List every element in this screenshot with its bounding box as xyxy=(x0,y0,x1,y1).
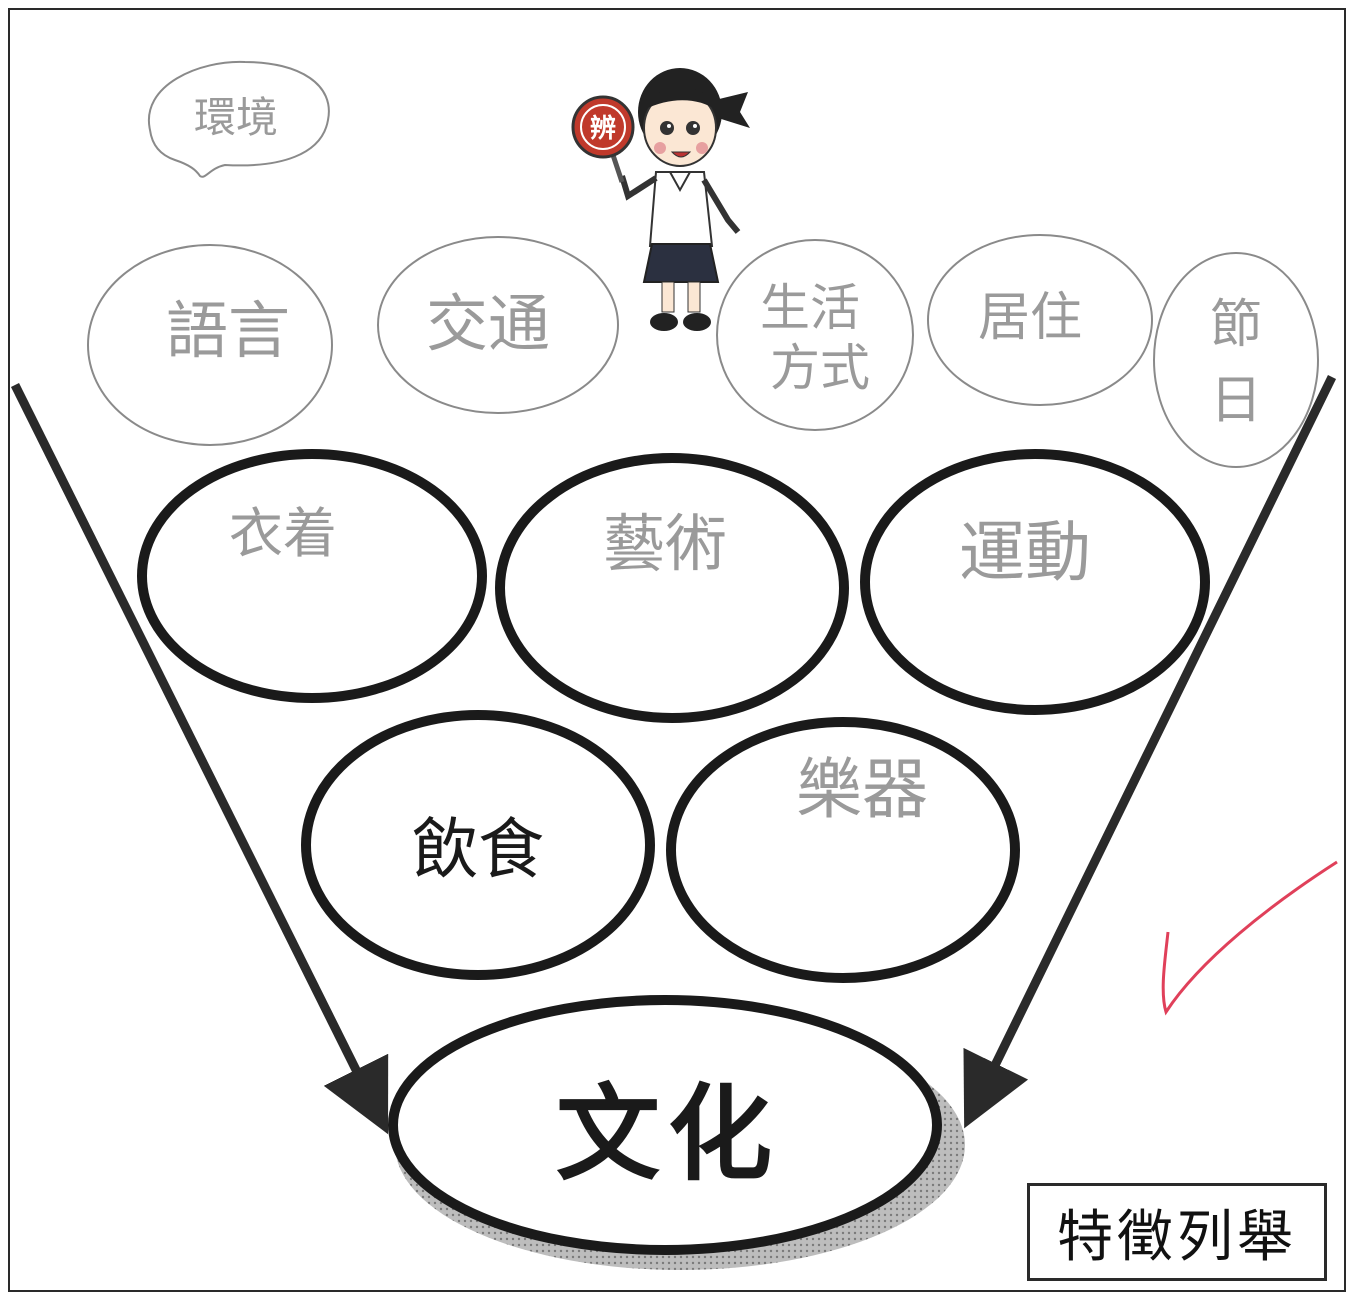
bubble-housing-text: 居住 xyxy=(978,288,1082,348)
center-text: 文化 xyxy=(556,1072,780,1195)
oval-instruments: 樂器 xyxy=(666,717,1020,983)
bubble-festival: 節 日 xyxy=(1153,252,1319,468)
check-mark xyxy=(1161,860,1338,1016)
oval-clothing-text: 衣着 xyxy=(229,502,337,565)
girl-illustration: 辨 xyxy=(571,68,750,331)
bubble-traffic: 交通 xyxy=(377,236,619,414)
bubble-housing: 居住 xyxy=(927,234,1153,406)
label-box: 特徵列舉 xyxy=(1027,1183,1327,1281)
oval-art-text: 藝術 xyxy=(603,507,727,580)
bubble-festival-line2: 日 xyxy=(1210,371,1262,431)
oval-food-text: 飲食 xyxy=(412,811,544,888)
outer-frame xyxy=(8,8,1346,1292)
bubble-language-text: 語言 xyxy=(166,294,290,367)
oval-instruments-text: 樂器 xyxy=(796,751,928,828)
oval-food: 飲食 xyxy=(301,710,655,980)
left-arrow xyxy=(10,382,389,1135)
oval-art: 藝術 xyxy=(495,453,849,723)
bubble-lifestyle-line1: 生活 xyxy=(760,279,860,337)
bubble-traffic-text: 交通 xyxy=(426,287,550,360)
bubble-language: 語言 xyxy=(87,244,333,446)
center-oval: 文化 xyxy=(388,995,965,1270)
bubble-festival-line1: 節 xyxy=(1210,295,1262,355)
bubble-environment: 環境 xyxy=(147,60,330,178)
oval-clothing: 衣着 xyxy=(137,449,487,703)
bubble-lifestyle-line2: 方式 xyxy=(770,339,870,397)
funnel-arrows xyxy=(10,375,1337,1135)
bubble-environment-text: 環境 xyxy=(194,93,278,142)
oval-sports: 運動 xyxy=(860,449,1210,715)
oval-sports-text: 運動 xyxy=(959,514,1091,591)
bubble-lifestyle: 生活 方式 xyxy=(716,239,914,431)
right-arrow xyxy=(963,375,1337,1129)
sign-text: 辨 xyxy=(590,114,616,144)
